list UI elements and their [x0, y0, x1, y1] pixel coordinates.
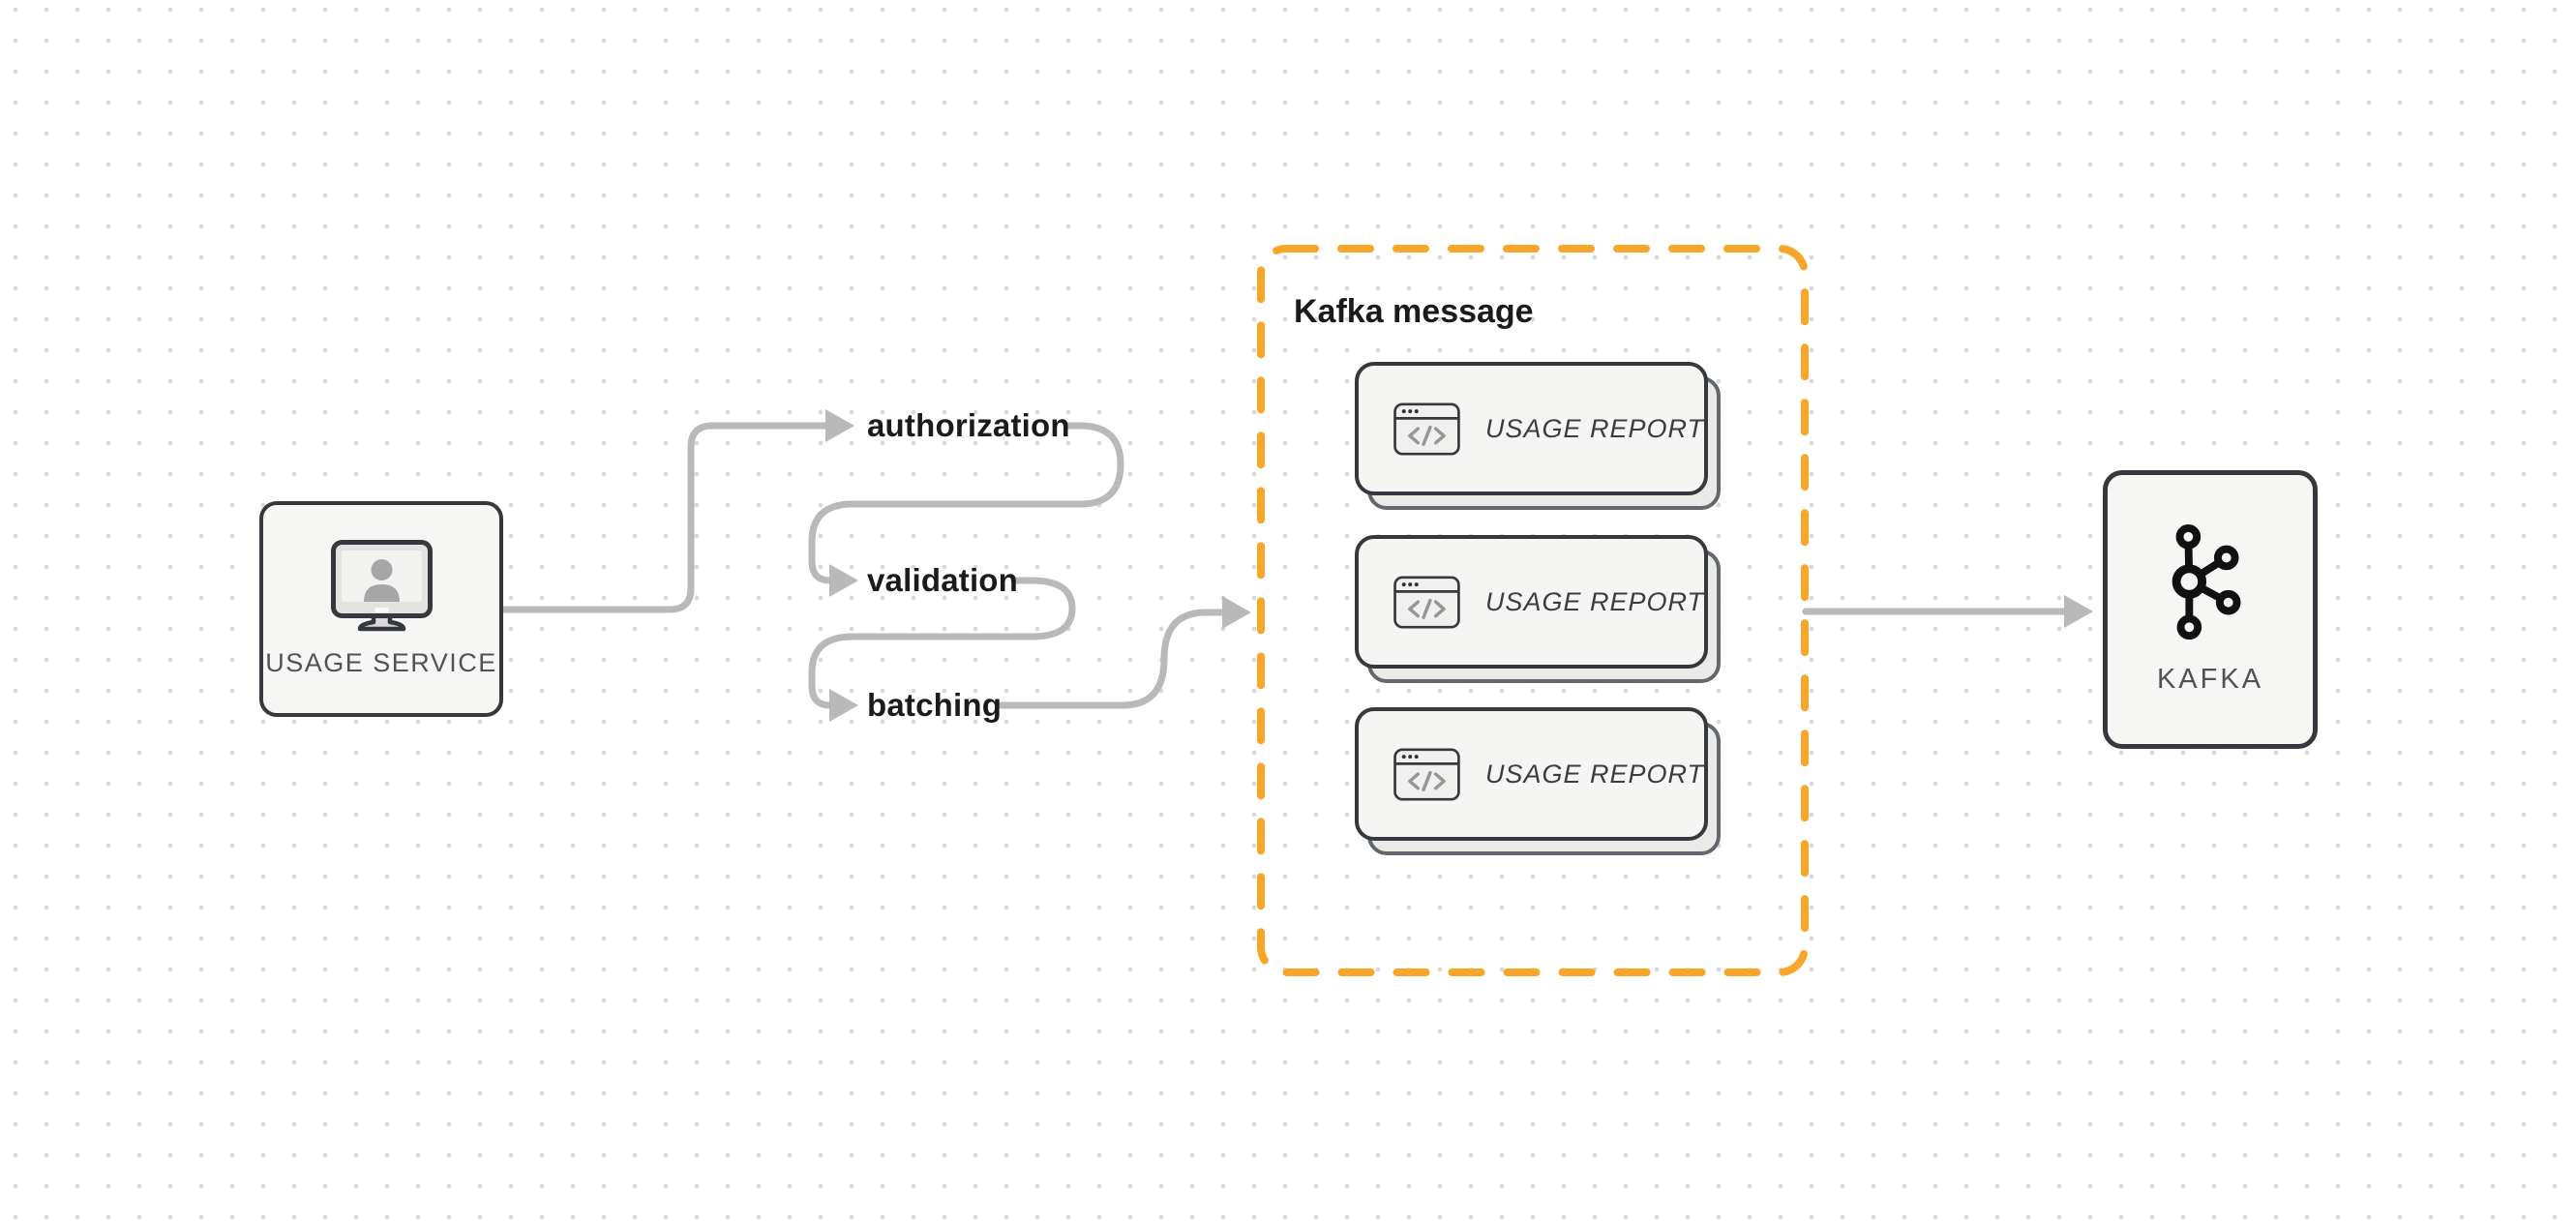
connector-validation-to-batching[interactable]: [808, 577, 1076, 722]
node-usage-service[interactable]: USAGE SERVICE: [259, 501, 503, 717]
usage-report-card[interactable]: USAGE REPORT: [1355, 707, 1722, 855]
kafka-message-group-border[interactable]: [1257, 245, 1809, 976]
flow-step-batching[interactable]: batching: [867, 687, 1003, 723]
kafka-logo-icon: [2172, 523, 2241, 640]
monitor-user-icon: [330, 540, 433, 632]
code-window-icon: [1393, 575, 1460, 629]
usage-report-label: USAGE REPORT: [1484, 759, 1704, 789]
kafka-label: KAFKA: [2156, 663, 2264, 695]
kafka-message-group-title[interactable]: Kafka message: [1294, 293, 1534, 330]
usage-report-label: USAGE REPORT: [1484, 586, 1704, 616]
node-kafka[interactable]: KAFKA: [2103, 470, 2318, 749]
usage-report-label: USAGE REPORT: [1484, 413, 1704, 443]
usage-report-card[interactable]: USAGE REPORT: [1355, 535, 1722, 683]
usage-report-card[interactable]: USAGE REPORT: [1355, 362, 1722, 510]
flow-step-authorization[interactable]: authorization: [867, 407, 1070, 443]
connector-batching-to-kafka-message[interactable]: [997, 596, 1251, 709]
code-window-icon: [1393, 402, 1460, 456]
flow-step-validation[interactable]: validation: [867, 562, 1019, 598]
connector-usage-service-to-authorization[interactable]: [499, 409, 854, 613]
usage-service-label: USAGE SERVICE: [265, 648, 497, 677]
connector-authorization-to-validation[interactable]: [808, 422, 1124, 597]
code-window-icon: [1393, 747, 1460, 801]
